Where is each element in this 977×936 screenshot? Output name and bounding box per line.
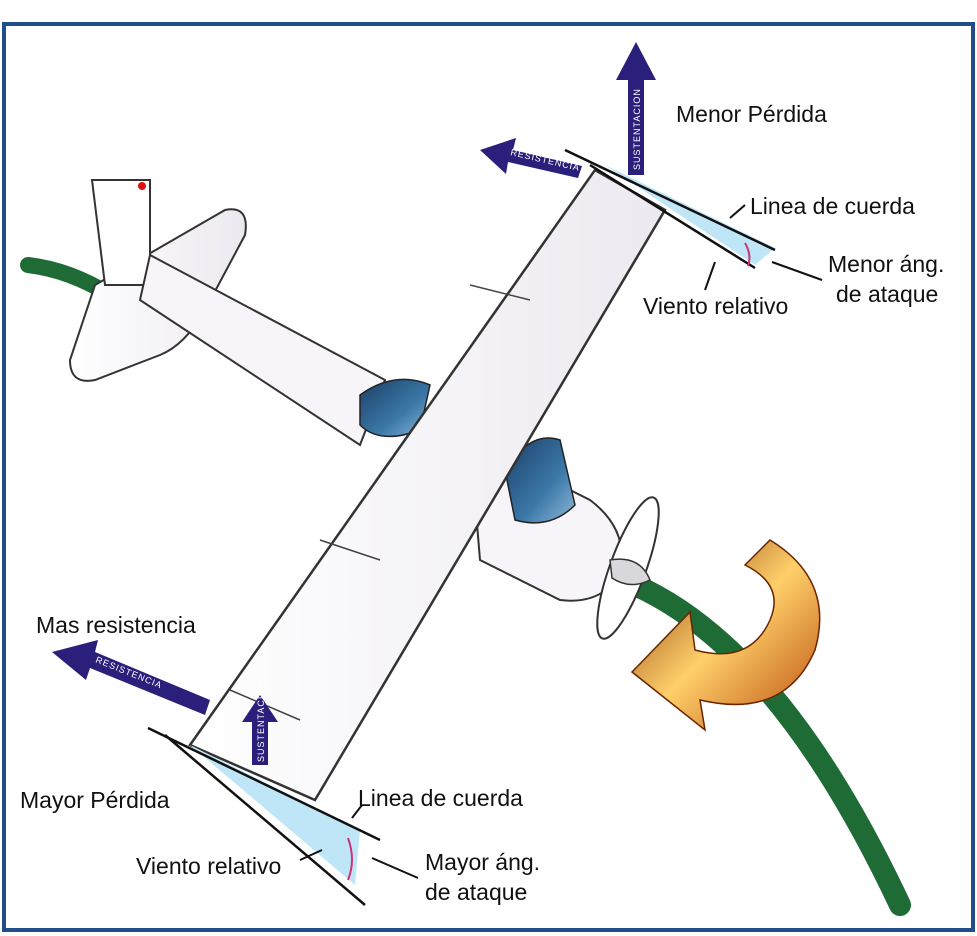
label-menor-ang-1: Menor áng.	[828, 251, 944, 277]
fuselage-tail	[138, 253, 387, 447]
leader-bottom-wind	[299, 849, 323, 861]
rotation-arrow-icon	[630, 539, 821, 732]
spinner	[609, 558, 651, 586]
label-linea-cuerda-bottom: Linea de cuerda	[358, 785, 523, 811]
label-mayor-perdida: Mayor Pérdida	[20, 787, 170, 813]
vertical-tail	[90, 179, 151, 286]
label-linea-cuerda-top: Linea de cuerda	[750, 193, 915, 219]
bottom-lift-arrow-text: SUSTENTACION	[256, 680, 266, 762]
label-menor-ang-2: de ataque	[836, 281, 938, 307]
leader-top-chord	[729, 204, 746, 219]
leader-top-wind	[704, 261, 716, 291]
main-wing	[188, 168, 667, 802]
tail-light-icon	[138, 182, 146, 190]
bottom-aoa-wedge	[190, 745, 360, 885]
label-mas-resistencia: Mas resistencia	[36, 612, 196, 638]
top-angle-arc	[744, 242, 751, 267]
top-drag-arrow-icon	[480, 138, 582, 178]
label-mayor-ang-1: Mayor áng.	[425, 849, 540, 875]
wing-panel-line	[319, 539, 381, 561]
top-chord-line	[564, 148, 776, 252]
leader-bottom-angle	[371, 857, 419, 879]
bottom-drag-arrow-icon	[52, 640, 210, 715]
label-mayor-ang-2: de ataque	[425, 879, 527, 905]
label-viento-top: Viento relativo	[643, 293, 788, 319]
top-lift-arrow-text: SUSTENTACION	[632, 88, 642, 170]
label-viento-bottom: Viento relativo	[136, 853, 281, 879]
bottom-lift-arrow-icon	[242, 695, 278, 765]
label-menor-perdida: Menor Pérdida	[676, 101, 827, 127]
bottom-angle-arc	[347, 837, 353, 881]
bottom-chord-line	[147, 726, 381, 842]
frame-border	[2, 22, 975, 932]
leader-top-angle	[771, 261, 823, 281]
top-lift-arrow-icon	[616, 42, 656, 175]
top-relative-wind-line	[589, 163, 756, 270]
leader-bottom-chord	[351, 804, 363, 819]
flight-path-nose	[624, 574, 911, 916]
bottom-relative-wind-line	[164, 734, 366, 906]
wing-panel-line	[469, 284, 531, 301]
